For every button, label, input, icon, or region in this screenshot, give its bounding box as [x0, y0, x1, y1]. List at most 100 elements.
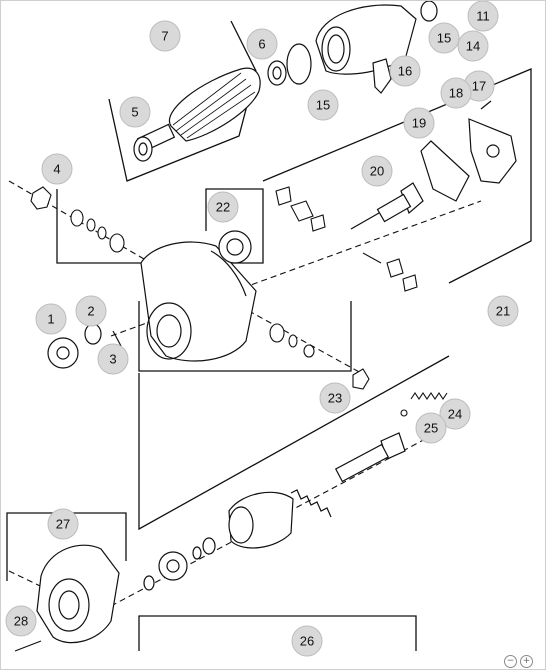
callout-number: 6 [258, 37, 265, 52]
callout-number: 7 [161, 29, 168, 44]
callout-bubble [97, 343, 129, 375]
drive-housing [140, 241, 257, 362]
callout-bubble [319, 382, 351, 414]
callout-14: 14 [457, 30, 489, 62]
terminal-hardware [275, 186, 418, 292]
zoom-out-button[interactable]: − [504, 655, 517, 668]
left-hardware [30, 186, 125, 253]
callout-bubble [467, 1, 499, 32]
callout-number: 18 [449, 86, 463, 101]
field-frame [315, 1, 438, 94]
callout-bubble [440, 77, 472, 109]
callout-number: 27 [56, 517, 70, 532]
frame-26-bottom [138, 615, 417, 651]
nut-4 [30, 186, 52, 210]
callout-1: 1 [35, 303, 67, 335]
pinion-22 [218, 230, 252, 264]
callout-number: 14 [466, 39, 480, 54]
nose-housing-27 [14, 544, 120, 652]
box-22 [56, 188, 264, 264]
callout-3: 3 [97, 343, 129, 375]
lower-left-parts [47, 323, 122, 369]
shaft-washers [269, 323, 370, 390]
callout-25: 25 [415, 412, 447, 444]
callout-number: 1 [47, 312, 54, 327]
callout-bubble [207, 191, 239, 223]
callout-2: 2 [75, 295, 107, 327]
callout-bubble [415, 412, 447, 444]
plunger-20 [350, 182, 424, 230]
brush-16 [372, 58, 392, 94]
callout-11: 11 [467, 1, 499, 32]
callout-bubble [457, 30, 489, 62]
callout-number: 15 [316, 98, 330, 113]
callout-bubble [149, 20, 181, 52]
callout-number: 26 [300, 634, 314, 649]
callout-bubble [291, 625, 323, 657]
callout-bubble [5, 605, 37, 637]
callout-number: 24 [448, 407, 462, 422]
callout-number: 15 [437, 31, 451, 46]
callout-number: 19 [412, 116, 426, 131]
callout-23: 23 [319, 382, 351, 414]
callout-15: 15 [428, 22, 460, 54]
callout-bubble [487, 295, 519, 327]
callout-number: 25 [424, 421, 438, 436]
callout-bubble [246, 28, 278, 60]
callout-4: 4 [41, 153, 73, 185]
callout-bubble [47, 508, 79, 540]
frame-21 [262, 68, 532, 284]
callout-bubble [361, 155, 393, 187]
callout-26: 26 [291, 625, 323, 657]
callout-20: 20 [361, 155, 393, 187]
callout-bubble [428, 22, 460, 54]
callout-number: 16 [398, 64, 412, 79]
group-outlines [6, 20, 532, 651]
bracket-armature [108, 20, 257, 182]
callout-21: 21 [487, 295, 519, 327]
callout-bubble [35, 303, 67, 335]
callout-number: 5 [131, 105, 138, 120]
callout-17: 17 [463, 70, 495, 102]
callout-22: 22 [207, 191, 239, 223]
callout-bubble [307, 89, 339, 121]
callout-bubble [119, 96, 151, 128]
callout-bubble [389, 55, 421, 87]
callout-number: 17 [472, 79, 486, 94]
callout-number: 20 [370, 164, 384, 179]
zoom-in-button[interactable]: + [520, 655, 533, 668]
end-cover [420, 100, 517, 202]
callout-number: 4 [53, 162, 60, 177]
callout-28: 28 [5, 605, 37, 637]
callout-16: 16 [389, 55, 421, 87]
callout-number: 28 [14, 614, 28, 629]
callout-18: 18 [440, 77, 472, 109]
callout-number: 21 [496, 304, 510, 319]
callout-bubble [403, 107, 435, 139]
callout-6: 6 [246, 28, 278, 60]
minus-circle-icon: − [506, 656, 515, 666]
callout-number: 22 [216, 200, 230, 215]
armature [133, 43, 312, 162]
callout-number: 11 [476, 9, 490, 24]
spring-24 [400, 392, 448, 417]
callout-7: 7 [149, 20, 181, 52]
frame-26 [138, 355, 450, 531]
box-housing [138, 301, 352, 372]
callout-number: 2 [87, 304, 94, 319]
oring-15 [286, 43, 312, 85]
callout-15: 15 [307, 89, 339, 121]
callout-19: 19 [403, 107, 435, 139]
callout-number: 23 [328, 391, 342, 406]
callout-27: 27 [47, 508, 79, 540]
callout-layer: 1234567111415151617181920212223242526272… [5, 1, 519, 657]
callout-bubble [75, 295, 107, 327]
callout-24: 24 [439, 398, 471, 430]
callout-5: 5 [119, 96, 151, 128]
callout-number: 3 [109, 352, 116, 367]
drive-assembly [143, 432, 406, 591]
plus-circle-icon: + [522, 656, 531, 666]
callout-bubble [439, 398, 471, 430]
